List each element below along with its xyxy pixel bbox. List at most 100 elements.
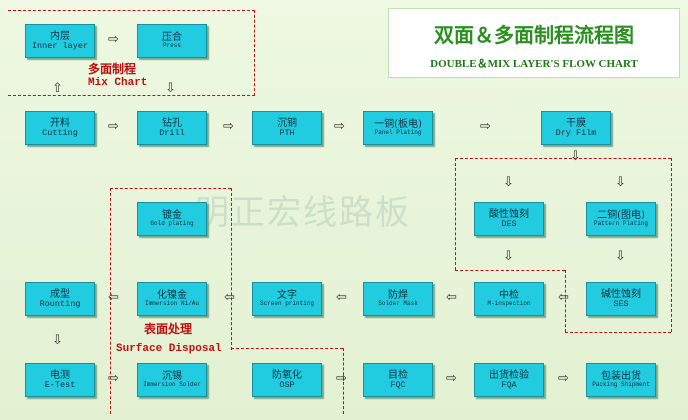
node-m-inspection: 中检 M-inspection	[474, 282, 544, 316]
node-en: Dry Film	[555, 127, 597, 138]
surface-label: 表面处理	[144, 320, 192, 337]
node-cn: 碱性蚀刻	[601, 288, 641, 300]
node-en: Press	[162, 42, 181, 50]
node-en: Rounting	[39, 298, 81, 309]
node-en: Solder Mask	[378, 300, 418, 308]
arrow-left-icon: ⇦	[108, 290, 119, 305]
arrow-down-icon: ⇩	[52, 333, 63, 348]
node-cn: 压合	[162, 32, 182, 44]
node-cn: 包装出货	[601, 371, 641, 383]
mix-chart-label-en: Mix Chart	[88, 77, 148, 89]
node-cn: 沉锡	[162, 371, 182, 383]
arrow-down-icon: ⇩	[615, 175, 626, 190]
node-pattern-plating: 二铜(图电) Pattern Plating	[586, 202, 656, 236]
arrow-right-icon: ⇨	[558, 371, 569, 386]
chart-title: 双面＆多面制程流程图	[434, 23, 634, 47]
arrow-right-icon: ⇨	[223, 119, 234, 134]
etching-region-border-step	[565, 270, 566, 332]
node-en: Packing Shipment	[592, 381, 650, 389]
arrow-up-icon: ⇧	[52, 81, 63, 96]
node-press: 压合 Press	[137, 24, 207, 58]
surface-label-cn: 表面处理	[144, 322, 193, 336]
node-en: OSP	[279, 379, 295, 390]
node-cn: 干膜	[566, 117, 586, 129]
arrow-right-icon: ⇨	[446, 371, 457, 386]
chart-subtitle: DOUBLE＆MIX LAYER'S FLOW CHART	[430, 58, 638, 70]
node-cn: 电测	[50, 369, 70, 381]
arrow-left-icon: ⇦	[224, 290, 235, 305]
node-en: Immersion Ni/Au	[144, 300, 199, 308]
node-cn: 钻孔	[162, 117, 182, 129]
surface-region-border-step	[231, 348, 343, 349]
node-solder-mask: 防焊 Solder Mask	[363, 282, 433, 316]
node-cn: 文字	[277, 290, 297, 302]
etching-region-border-mid	[455, 270, 565, 271]
arrow-right-icon: ⇨	[108, 119, 119, 134]
node-en: FQC	[390, 379, 406, 390]
node-en: Drill	[159, 127, 185, 138]
arrow-right-icon: ⇨	[108, 371, 119, 386]
node-en: Screen printing	[259, 300, 314, 308]
node-pth: 沉铜 PTH	[252, 111, 322, 145]
node-cn: 防焊	[388, 290, 408, 302]
node-en: M-inspection	[487, 300, 531, 308]
etching-region-border-left	[455, 158, 456, 270]
surface-region-border-left	[110, 188, 111, 414]
node-fqc: 目检 FQC	[363, 363, 433, 397]
node-dry-film: 干膜 Dry Film	[541, 111, 611, 145]
node-cn: 出货检验	[489, 369, 529, 381]
node-cn: 内层	[50, 30, 70, 42]
node-inner-layer: 内层 Inner layer	[25, 24, 95, 58]
surface-region-border-osp	[343, 348, 344, 414]
node-immersion-solder: 沉锡 Immersion Solder	[137, 363, 207, 397]
node-screen-printing: 文字 Screen printing	[252, 282, 322, 316]
node-cn: 二铜(图电)	[597, 210, 645, 222]
watermark: 明正宏线路板	[195, 193, 411, 233]
arrow-right-icon: ⇨	[336, 371, 347, 386]
node-cn: 开料	[50, 117, 70, 129]
arrow-down-icon: ⇩	[615, 249, 626, 264]
node-en: Inner layer	[31, 40, 89, 51]
node-en: DES	[501, 218, 517, 229]
node-cn: 化镍金	[157, 290, 187, 302]
surface-region-border-top	[110, 188, 231, 189]
node-en: Cutting	[42, 127, 78, 138]
node-en: FQA	[501, 379, 517, 390]
node-cn: 一铜(板电)	[374, 119, 422, 131]
node-en: Pattern Plating	[593, 220, 648, 228]
node-routing: 成型 Rounting	[25, 282, 95, 316]
title-panel: 双面＆多面制程流程图 DOUBLE＆MIX LAYER'S FLOW CHART	[388, 8, 680, 78]
node-en: Immersion Solder	[143, 381, 201, 389]
mix-chart-label-cn: 多面制程	[88, 62, 137, 76]
node-osp: 防氧化 OSP	[252, 363, 322, 397]
node-cn: 镀金	[162, 210, 182, 222]
mix-chart-label: 多面制程 Mix Chart	[88, 60, 147, 89]
etching-region-border-right	[671, 158, 672, 332]
arrow-down-icon: ⇩	[570, 149, 581, 164]
surface-region-border-right	[231, 188, 232, 350]
surface-label-en: Surface Disposal	[116, 343, 222, 355]
node-immersion-ni-au: 化镍金 Immersion Ni/Au	[137, 282, 207, 316]
arrow-right-icon: ⇨	[108, 32, 119, 47]
node-en: Panel Plating	[374, 129, 422, 137]
node-en: PTH	[279, 127, 295, 138]
arrow-down-icon: ⇩	[503, 249, 514, 264]
node-cn: 成型	[50, 288, 70, 300]
node-cn: 中检	[499, 290, 519, 302]
node-cn: 防氧化	[272, 369, 302, 381]
node-e-test: 电测 E-Test	[25, 363, 95, 397]
mix-region-border	[8, 10, 255, 96]
node-gold-plating: 镀金 Gold plating	[137, 202, 207, 236]
arrow-down-icon: ⇩	[165, 81, 176, 96]
surface-label-en-wrap: Surface Disposal	[116, 343, 222, 355]
arrow-left-icon: ⇦	[336, 290, 347, 305]
etching-region-border	[455, 158, 671, 159]
arrow-left-icon: ⇦	[446, 290, 457, 305]
node-drill: 钻孔 Drill	[137, 111, 207, 145]
node-en: SES	[613, 298, 629, 309]
node-cn: 酸性蚀刻	[489, 208, 529, 220]
node-en: E-Test	[44, 379, 76, 390]
node-packing-shipment: 包装出货 Packing Shipment	[586, 363, 656, 397]
node-cn: 沉铜	[277, 117, 297, 129]
